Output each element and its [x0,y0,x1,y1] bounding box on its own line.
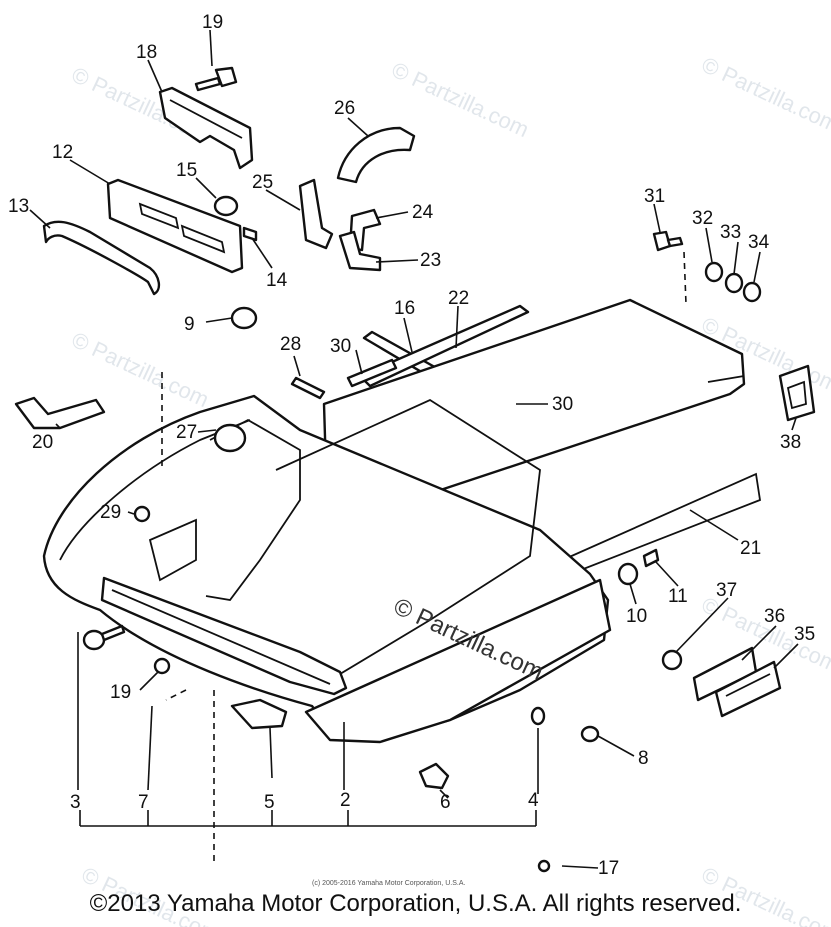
callout-label: 34 [748,232,770,253]
part-9-cap [230,306,258,330]
callout-label: 17 [598,858,619,879]
callout-label: 18 [136,42,157,63]
callout-label: 6 [440,792,451,813]
part-25-tube [298,178,334,250]
callout-label: 3 [70,792,81,813]
callout-label: 31 [644,186,665,207]
part-38-lens [778,364,816,422]
callout-label: 35 [794,624,815,645]
part-4-grommet [530,706,546,726]
part-27-damper [213,423,247,453]
callout-label: 15 [176,160,197,181]
part-13-handle [42,220,161,296]
part-3-bumper [100,576,348,696]
callout-label: 10 [626,606,647,627]
part-32-washer [704,261,724,283]
callout-label: 24 [412,202,434,223]
part-11-screw [642,548,660,568]
part-28-pin [290,376,326,400]
callout-label: 30 [330,336,351,357]
callout-label: 19 [202,12,223,33]
callout-label: 2 [340,790,351,811]
part-30-rod-upper [346,358,398,388]
callout-label: 36 [764,606,785,627]
callout-label: 13 [8,196,29,217]
callout-label: 19 [110,682,131,703]
callout-label: 23 [420,250,441,271]
callout-label: 28 [280,334,301,355]
part-14-clip [242,226,258,242]
part-20-guard [14,396,106,430]
part-31-screw [652,230,684,252]
part-26-hose [336,126,416,184]
callout-label: 21 [740,538,761,559]
callout-label: 11 [668,586,688,607]
callout-label: 29 [100,502,121,523]
part-22-strip [358,304,530,388]
callout-label: 4 [528,790,539,811]
part-35-taillight [714,660,782,718]
watermark: © Partzilla.com [68,327,213,412]
callout-label: 20 [32,432,53,453]
callout-label: 8 [638,748,649,769]
part-19-lower-washer [153,657,171,675]
watermark: © Partzilla.com [698,52,831,137]
part-5-bracket [230,698,288,730]
watermark: © Partzilla.com [388,57,533,142]
part-12-plate [106,178,244,274]
fineprint: (c) 2005-2016 Yamaha Motor Corporation, … [312,880,465,887]
part-19-lower-bolt [82,624,126,651]
callout-label: 33 [720,222,741,243]
callout-label: 32 [692,208,713,229]
part-17-rivet [537,859,551,873]
callout-label: 37 [716,580,737,601]
callout-label: 9 [184,314,195,335]
callout-label: 38 [780,432,801,453]
part-19-bolt [194,66,238,92]
callout-label: 22 [448,288,469,309]
callout-label: 12 [52,142,73,163]
part-34-nut [742,281,762,303]
part-8-plug [580,725,600,743]
part-18-bracket [158,86,254,170]
callout-label: 25 [252,172,273,193]
copyright-notice: ©2013 Yamaha Motor Corporation, U.S.A. A… [89,890,742,917]
callout-label: 14 [266,270,288,291]
part-23-elbow [338,230,382,272]
part-15-grommet [213,195,239,217]
leader-lines [29,29,799,869]
callout-label: 26 [334,98,355,119]
callout-label: 7 [138,792,149,813]
part-2-skirt [304,578,612,744]
part-29-nut [133,505,151,523]
part-10-grommet [617,562,639,586]
part-6-clip [418,762,450,790]
callout-label: 27 [176,422,197,443]
callouts: 19 18 26 12 15 25 24 13 14 23 31 32 33 3… [8,12,815,879]
callout-label: 30 [552,394,573,415]
callout-label: 5 [264,792,275,813]
part-37-nut [661,649,683,671]
part-33-washer [724,272,744,294]
callout-label: 16 [394,298,415,319]
